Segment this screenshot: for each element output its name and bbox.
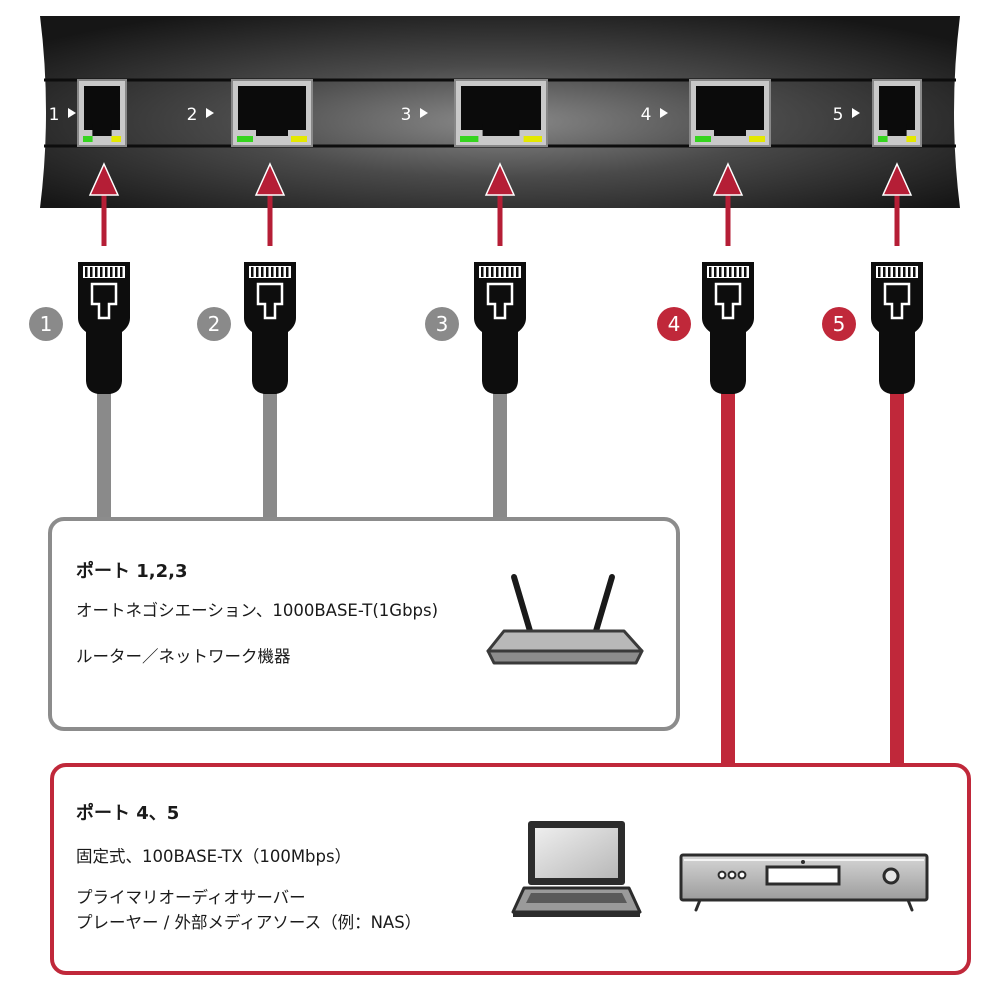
port-led-right xyxy=(523,136,542,142)
cable-badge-number: 5 xyxy=(833,312,846,336)
port-label-arrow-icon xyxy=(852,108,860,118)
cable-badge-3: 3 xyxy=(425,307,459,341)
red-ports-panel xyxy=(50,763,971,975)
port-label: 1 xyxy=(49,105,60,125)
switch-port-3: 3 xyxy=(401,79,548,147)
cable-number-badges: 1 2 3 4 5 xyxy=(29,307,856,341)
port-led-right xyxy=(111,136,121,142)
cable-wire-1 xyxy=(97,392,111,518)
port-led-left xyxy=(83,136,93,142)
red-panel-device-line-1: プライマリオーディオサーバー xyxy=(76,888,306,907)
arrow-up-icon xyxy=(254,162,286,246)
arrow-up-icon xyxy=(484,162,516,246)
rj45-connector-2 xyxy=(244,262,296,394)
red-panel-device-line-2: プレーヤー / 外部メディアソース（例：NAS） xyxy=(76,913,422,932)
port-label: 2 xyxy=(187,105,198,125)
arrow-up-icon xyxy=(88,162,120,246)
cable-badge-1: 1 xyxy=(29,307,63,341)
cable-wire-3 xyxy=(493,392,507,518)
switch-ports: 1 2 3 4 5 xyxy=(49,79,922,147)
audio-player-icon xyxy=(679,853,929,912)
cable-wire-4 xyxy=(721,392,735,766)
cable-wire-5 xyxy=(890,392,904,766)
gray-panel-speed: オートネゴシエーション、1000BASE-T(1Gbps) xyxy=(76,601,439,620)
red-panel-speed: 固定式、100BASE-TX（100Mbps） xyxy=(76,847,352,866)
port-label-arrow-icon xyxy=(660,108,668,118)
port-label: 3 xyxy=(401,105,412,125)
port-led-left xyxy=(695,136,711,142)
port-led-left xyxy=(237,136,253,142)
cable-badge-number: 4 xyxy=(668,312,681,336)
cable-badge-5: 5 xyxy=(822,307,856,341)
cable-badge-number: 1 xyxy=(40,312,53,336)
rj45-connector-5 xyxy=(871,262,923,394)
connection-arrows xyxy=(88,162,913,246)
port-led-left xyxy=(878,136,888,142)
port-label: 5 xyxy=(833,105,844,125)
port-label-arrow-icon xyxy=(420,108,428,118)
switch-port-2: 2 xyxy=(187,79,313,147)
gray-panel-title: ポート 1,2,3 xyxy=(76,561,188,582)
arrow-up-icon xyxy=(881,162,913,246)
port-led-right xyxy=(749,136,765,142)
laptop-icon xyxy=(511,821,642,917)
cable-badge-number: 2 xyxy=(208,312,221,336)
port-led-right xyxy=(906,136,916,142)
port-label-arrow-icon xyxy=(206,108,214,118)
port-label-arrow-icon xyxy=(68,108,76,118)
cable-wires xyxy=(97,392,904,766)
cable-wire-2 xyxy=(263,392,277,518)
red-panel-title: ポート 4、5 xyxy=(76,803,180,824)
port-led-left xyxy=(460,136,479,142)
cable-badge-number: 3 xyxy=(436,312,449,336)
gray-ports-panel xyxy=(48,517,680,731)
rj45-connector-4 xyxy=(702,262,754,394)
cable-badge-2: 2 xyxy=(197,307,231,341)
switch-port-4: 4 xyxy=(641,79,771,147)
cable-badge-4: 4 xyxy=(657,307,691,341)
rj45-connector-1 xyxy=(78,262,130,394)
port-label: 4 xyxy=(641,105,652,125)
switch-port-5: 5 xyxy=(833,79,922,147)
port-led-right xyxy=(291,136,307,142)
rj45-connector-3 xyxy=(474,262,526,394)
rj45-connectors xyxy=(78,262,923,394)
gray-panel-devices: ルーター／ネットワーク機器 xyxy=(76,647,291,666)
router-icon xyxy=(486,574,644,665)
arrow-up-icon xyxy=(712,162,744,246)
switch-port-1: 1 xyxy=(49,79,127,147)
